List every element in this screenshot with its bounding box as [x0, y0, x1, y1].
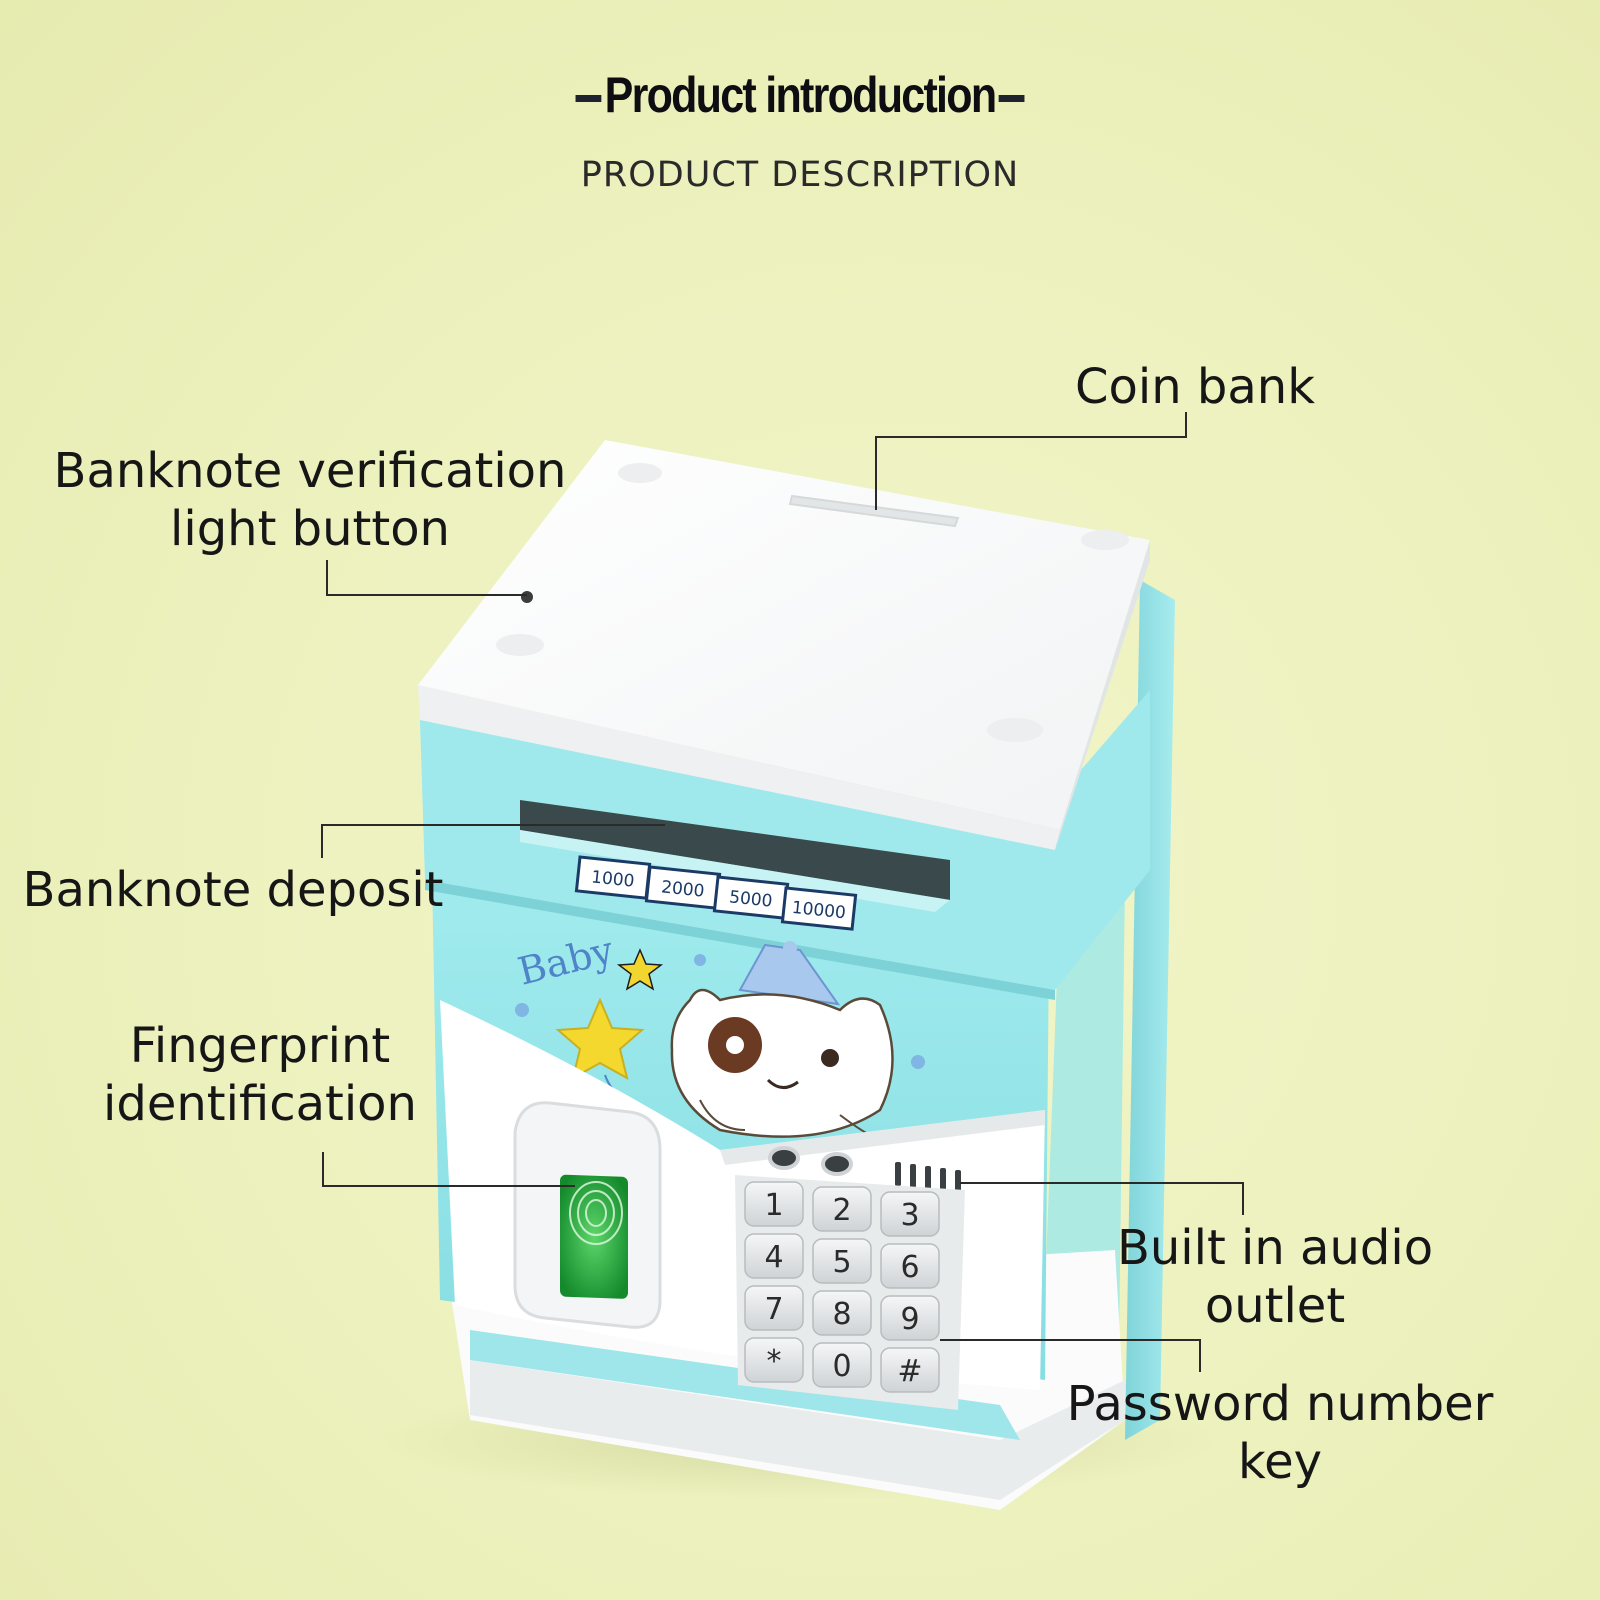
- title-dash-left: [575, 95, 602, 103]
- keypad-key-label: 9: [900, 1302, 919, 1337]
- paw-dot: [694, 954, 706, 966]
- callout-audio-outlet-line2: outlet: [1204, 1278, 1346, 1334]
- fingerprint-sensor[interactable]: [560, 1174, 628, 1299]
- keypad-key-label: 2: [832, 1193, 851, 1228]
- callout-lines: [321, 412, 1244, 1372]
- indicator-light-left: [768, 1146, 800, 1170]
- keypad-key-7[interactable]: 7: [744, 1285, 804, 1331]
- keypad-key-cap[interactable]: [744, 1337, 804, 1383]
- keypad-key-5[interactable]: 5: [812, 1238, 872, 1284]
- keypad-key-label: #: [897, 1354, 922, 1389]
- keypad-key-4[interactable]: 4: [744, 1233, 804, 1279]
- banknote-deposit-line: [321, 824, 665, 858]
- cat-smile: [766, 1078, 799, 1089]
- keypad-key-hash[interactable]: #: [880, 1347, 940, 1393]
- callout-fingerprint: Fingerprint identification: [95, 1017, 425, 1133]
- keypad-key-cap[interactable]: [812, 1186, 872, 1232]
- callout-password-key-line2: key: [1237, 1434, 1323, 1490]
- keypad-key-star[interactable]: *: [744, 1337, 804, 1383]
- banknote-slot-lip: [520, 830, 950, 912]
- keypad-key-1[interactable]: 1: [744, 1181, 804, 1227]
- denomination-tag: [780, 886, 858, 931]
- verification-light-button[interactable]: [521, 591, 533, 603]
- cat-face: [670, 988, 894, 1138]
- keypad-key-cap[interactable]: [880, 1191, 940, 1237]
- verification-light-line: [326, 560, 527, 596]
- top-lid: [418, 440, 1150, 830]
- keypad-key-label: 5: [832, 1245, 851, 1280]
- speaker-grille: [895, 1162, 961, 1194]
- keypad-key-cap[interactable]: [812, 1290, 872, 1336]
- denomination-2000: 2000: [660, 877, 705, 901]
- denomination-5000: 5000: [728, 887, 773, 911]
- page-subtitle: PRODUCT DESCRIPTION: [580, 155, 1020, 195]
- keypad: 1 2 3 4 5 6 7 8 9 * 0 #: [744, 1181, 940, 1393]
- callout-banknote-deposit: Banknote deposit: [22, 862, 444, 918]
- lid-bump: [1081, 530, 1129, 550]
- keypad-key-cap[interactable]: [880, 1347, 940, 1393]
- keypad-key-label: 6: [900, 1250, 919, 1285]
- keypad-key-label: 7: [764, 1292, 783, 1327]
- page-title: Product introduction: [112, 66, 1488, 124]
- indicator-light-right: [821, 1152, 853, 1176]
- lower-panel-edge: [720, 1110, 1045, 1165]
- top-lid-edge: [418, 685, 1060, 850]
- cartoon-sticker: Baby: [514, 928, 925, 1138]
- keypad-key-label: *: [767, 1344, 782, 1379]
- keypad-key-label: 3: [900, 1198, 919, 1233]
- keypad-key-label: 4: [764, 1240, 783, 1275]
- keypad-key-3[interactable]: 3: [880, 1191, 940, 1237]
- keypad-key-cap[interactable]: [880, 1243, 940, 1289]
- callout-password-key-line1: Password number: [1066, 1376, 1494, 1432]
- paw-dot: [515, 1003, 529, 1017]
- callout-audio-outlet-line1: Built in audio: [1116, 1220, 1434, 1276]
- callout-audio-outlet: Built in audio outlet: [1105, 1219, 1445, 1335]
- callout-verification-light-line1: Banknote verification: [53, 443, 567, 499]
- keypad-key-cap[interactable]: [744, 1233, 804, 1279]
- password-key-line: [940, 1339, 1201, 1372]
- title-dash-right: [998, 95, 1025, 103]
- party-hat-pom: [783, 941, 797, 955]
- denomination-1000: 1000: [590, 867, 635, 891]
- base-trim: [470, 1360, 1125, 1500]
- keypad-key-2[interactable]: 2: [812, 1186, 872, 1232]
- keypad-key-cap[interactable]: [744, 1181, 804, 1227]
- keypad-key-cap[interactable]: [812, 1238, 872, 1284]
- keypad-key-9[interactable]: 9: [880, 1295, 940, 1341]
- keypad-key-8[interactable]: 8: [812, 1290, 872, 1336]
- audio-outlet-line: [960, 1182, 1244, 1215]
- cat-paw-left: [699, 1099, 746, 1131]
- top-lid-side-edge: [1055, 540, 1150, 850]
- fingerprint-icon: [569, 1181, 623, 1245]
- balloon-star-icon: [555, 997, 645, 1080]
- callout-coin-bank: Coin bank: [1075, 359, 1315, 415]
- keypad-key-0[interactable]: 0: [812, 1342, 872, 1388]
- lid-bump: [987, 718, 1043, 742]
- coin-bank-line: [875, 412, 1187, 510]
- cat-eye-right: [821, 1049, 839, 1067]
- paw-dot: [911, 1055, 925, 1069]
- keypad-key-cap[interactable]: [880, 1295, 940, 1341]
- keypad-key-label: 0: [832, 1349, 851, 1384]
- callout-fingerprint-line2: identification: [103, 1076, 417, 1132]
- keypad-key-6[interactable]: 6: [880, 1243, 940, 1289]
- cat-eye-left: [726, 1036, 744, 1054]
- coin-slot: [788, 494, 960, 528]
- fingerprint-line: [322, 1152, 575, 1187]
- lid-bump: [618, 463, 662, 483]
- keypad-key-cap[interactable]: [744, 1285, 804, 1331]
- keypad-key-label: 8: [832, 1297, 851, 1332]
- denomination-tags: 1000 2000 5000 10000: [574, 855, 858, 931]
- callout-fingerprint-line1: Fingerprint: [129, 1018, 391, 1074]
- callout-password-key: Password number key: [1060, 1375, 1500, 1491]
- lid-bump: [496, 634, 544, 656]
- keypad-key-cap[interactable]: [812, 1342, 872, 1388]
- small-star-icon: [616, 948, 664, 991]
- callout-verification-light: Banknote verification light button: [50, 442, 570, 558]
- band-edge: [425, 880, 1055, 1000]
- callout-verification-light-line2: light button: [170, 501, 450, 557]
- keypad-key-label: 1: [764, 1188, 783, 1223]
